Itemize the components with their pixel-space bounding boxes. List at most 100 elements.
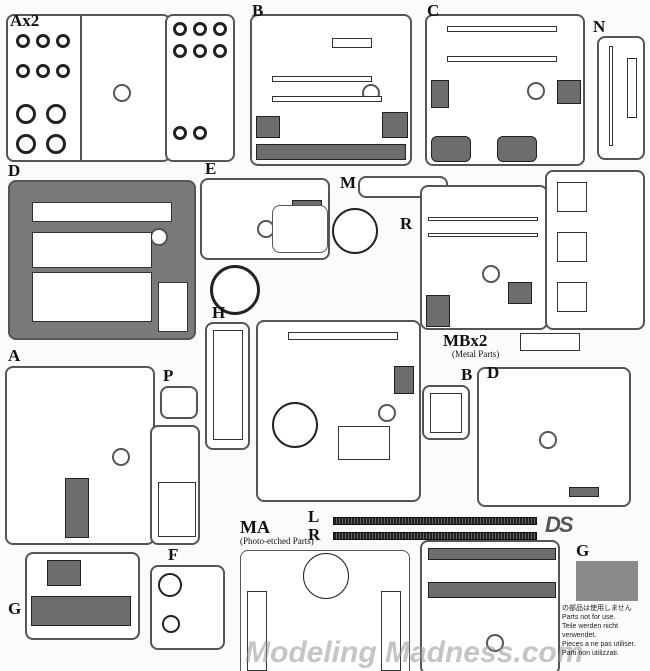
kit-part (47, 560, 81, 586)
kit-part (193, 126, 207, 140)
sprue-f (150, 565, 225, 650)
sprue-ma-subtitle: (Photo-etched Parts) (240, 536, 314, 546)
kit-part (173, 44, 187, 58)
sprue-g-right (420, 540, 560, 671)
kit-part (426, 295, 450, 327)
sprue-a-wheels-right (165, 14, 235, 162)
kit-part (428, 217, 538, 221)
track-label-left: L (308, 507, 320, 526)
sprue-label-g-left: G (8, 599, 22, 618)
sprue-c (425, 14, 585, 166)
sprue-mb-subtitle: (Metal Parts) (452, 349, 500, 359)
metal-track-right (333, 532, 537, 540)
sprue-a-wheels (6, 14, 171, 162)
note-french: Pieces a ne pas utiliser. (562, 641, 636, 648)
kit-part (193, 22, 207, 36)
sprue-h (205, 322, 250, 450)
kit-part (158, 282, 188, 332)
sprue-r-right (545, 170, 645, 330)
kit-part (162, 615, 180, 633)
sprue-b2 (422, 385, 470, 440)
ds-logo-text: DS (545, 512, 574, 537)
sprue-gate (527, 82, 545, 100)
sprue-gate (112, 448, 130, 466)
sprue-label-f: F (168, 545, 179, 564)
kit-part (497, 136, 537, 162)
sprue-gate (486, 634, 504, 652)
sprue-main-hull (256, 320, 421, 502)
sprue-gate (482, 265, 500, 283)
sprue-g-left (25, 552, 140, 640)
kit-part (431, 80, 449, 108)
sprue-label-r: R (400, 214, 413, 233)
kit-part (303, 553, 349, 599)
sprue-e-lower (272, 205, 328, 253)
kit-part (173, 126, 187, 140)
sprue-label-b: B (252, 1, 264, 20)
sprue-label-mb: MBx2 (443, 331, 488, 350)
kit-part (158, 573, 182, 597)
sprue-label-d: D (8, 161, 21, 180)
sprue-gate (539, 431, 557, 449)
note-italian: Parti non utilizzati. (562, 650, 619, 657)
sprue-label-m: M (340, 173, 357, 192)
kit-part (338, 426, 390, 460)
kit-part (36, 34, 50, 48)
kit-part (193, 44, 207, 58)
sprue-label-h: H (212, 303, 226, 322)
kit-part (557, 182, 587, 212)
sprue-b (250, 14, 412, 166)
metal-track-left (333, 517, 537, 525)
sprue-p (160, 386, 198, 419)
kit-part (32, 272, 152, 322)
kit-part (16, 34, 30, 48)
kit-part (447, 26, 557, 32)
kit-part (428, 548, 556, 560)
part-mb-metal (520, 333, 580, 351)
sprue-label-ma: MA (240, 517, 270, 537)
kit-part (430, 393, 462, 433)
kit-part (382, 112, 408, 138)
kit-part (56, 34, 70, 48)
sprue-r (420, 185, 548, 330)
not-for-use-note: の部品は使用しません Parts not for use. Teile werd… (562, 604, 648, 658)
kit-part (609, 46, 613, 146)
sprue-label-n: N (593, 17, 606, 36)
kit-part (213, 22, 227, 36)
not-for-use-swatch (576, 561, 638, 601)
sprue-label-b2: B (461, 365, 473, 384)
kit-part (627, 58, 637, 118)
kit-part (158, 482, 196, 537)
kit-part (557, 282, 587, 312)
sprue-label-d2: D (487, 363, 500, 382)
watermark: Modeling Madness.com (245, 636, 584, 669)
sprue-a (5, 366, 155, 545)
kit-part (288, 332, 398, 340)
track-label-right: R (308, 525, 321, 544)
sprue-d2 (477, 367, 631, 507)
kit-part (428, 233, 538, 237)
kit-part (65, 478, 89, 538)
part-e-ring (210, 265, 260, 315)
kit-part (447, 56, 557, 62)
kit-part (16, 104, 36, 124)
sprue-gate (378, 404, 396, 422)
sprue-n (597, 36, 645, 160)
kit-part (213, 44, 227, 58)
kit-part (46, 134, 66, 154)
part-m-cupola (332, 208, 378, 254)
kit-part (32, 202, 172, 222)
note-english: Parts not for use. (562, 614, 616, 621)
kit-part (272, 96, 382, 102)
sprue-runner (80, 16, 82, 160)
sprue-d (8, 180, 196, 340)
sprue-label-a: A (8, 346, 21, 365)
kit-part (272, 76, 372, 82)
kit-part (213, 330, 243, 440)
sprue-label-a-x2: Ax2 (10, 11, 40, 30)
kit-part (256, 144, 406, 160)
kit-part (272, 402, 318, 448)
kit-part (428, 582, 556, 598)
sprue-label-e: E (205, 159, 217, 178)
